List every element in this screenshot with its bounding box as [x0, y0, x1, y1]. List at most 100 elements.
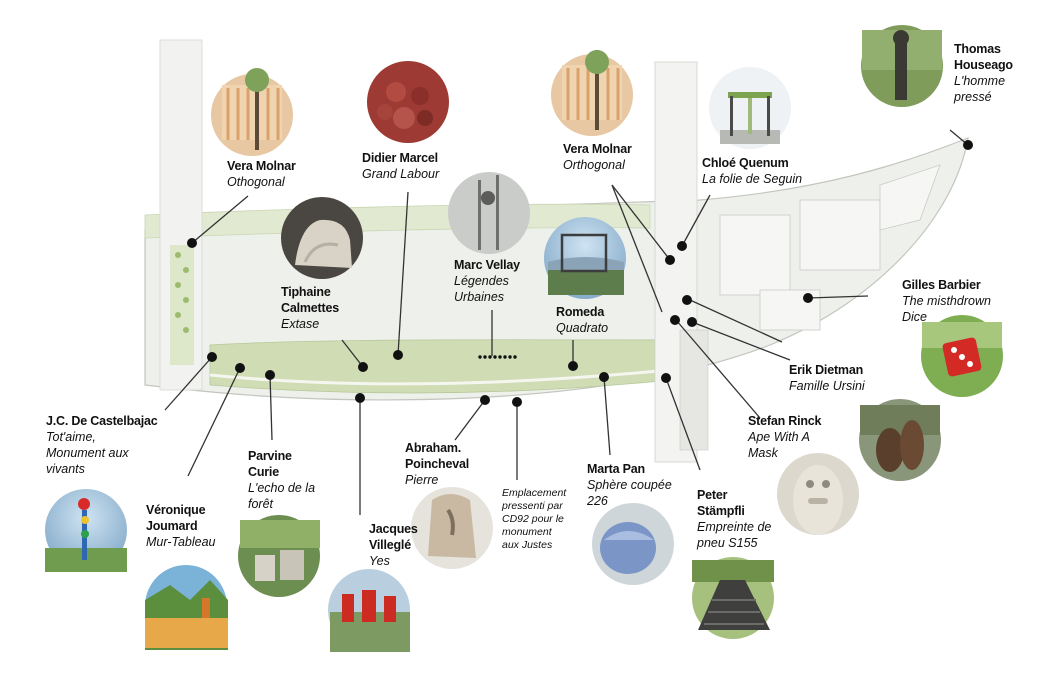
- label-curie: Parvine Curie L'echo de la forêt: [248, 448, 315, 512]
- artist-name: Vera Molnar: [563, 142, 632, 156]
- label-houseago: Thomas Houseago L'homme pressé: [954, 41, 1013, 105]
- photo-romeda: [544, 217, 626, 299]
- marker-barbier: [803, 293, 813, 303]
- artist-name: Marc Vellay: [454, 258, 520, 272]
- marker-marcel: [393, 350, 403, 360]
- marker-joumard: [235, 363, 245, 373]
- tree-dots: [175, 252, 189, 333]
- artwork-title: Extase: [281, 317, 320, 331]
- label-vera1: Vera Molnar Othogonal: [227, 158, 296, 190]
- marker-stampfli: [661, 373, 671, 383]
- artwork-title: Orthogonal: [563, 158, 625, 172]
- label-calmettes: Tiphaine Calmettes Extase: [281, 284, 339, 332]
- marker-vera2a: [665, 255, 675, 265]
- artist-name: Thomas Houseago: [954, 42, 1013, 72]
- photo-castelbajac: [45, 489, 127, 572]
- photo-marcel: [367, 61, 449, 143]
- artwork-title: Othogonal: [227, 175, 285, 189]
- marker-dietman: [682, 295, 692, 305]
- label-vellay: Marc Vellay Légendes Urbaines: [454, 257, 520, 305]
- photo-joumard: [145, 565, 228, 650]
- marker-poincheval: [480, 395, 490, 405]
- photo-poincheval: [411, 487, 493, 569]
- park-lawn: [209, 339, 691, 394]
- artwork-title: Sphère coupée 226: [587, 478, 672, 508]
- artist-name: Gilles Barbier: [902, 278, 981, 292]
- photo-dietman: [859, 399, 941, 481]
- label-marcel: Didier Marcel Grand Labour: [362, 150, 439, 182]
- label-quenum: Chloé Quenum La folie de Seguin: [702, 155, 802, 187]
- marker-houseago: [963, 140, 973, 150]
- label-stampfli: Peter Stämpfli Empreinte de pneu S155: [697, 487, 771, 551]
- marker-castelbajac: [207, 352, 217, 362]
- marker-vellay: [478, 355, 517, 359]
- artist-name: Jacques Villeglé: [369, 522, 418, 552]
- label-pan: Marta Pan Sphère coupée 226: [587, 461, 672, 509]
- photo-stampfli: [692, 557, 774, 639]
- artwork-title: Pierre: [405, 473, 439, 487]
- artwork-title: Yes: [369, 554, 390, 568]
- label-rinck: Stefan Rinck Ape With A Mask: [748, 413, 822, 461]
- photo-houseago: [861, 25, 943, 107]
- marker-pan: [599, 372, 609, 382]
- photo-barbier: [921, 315, 1003, 397]
- site-note: Emplacement pressenti par CD92 pour le m…: [502, 487, 567, 551]
- marker-vera1: [187, 238, 197, 248]
- artist-name: Véronique Joumard: [146, 503, 206, 533]
- artist-name: Tiphaine Calmettes: [281, 285, 339, 315]
- west-hedge: [170, 245, 194, 365]
- artwork-title: La folie de Seguin: [702, 172, 803, 186]
- artwork-title: Famille Ursini: [789, 379, 865, 393]
- artwork-title: Tot'aime, Monument aux vivants: [46, 430, 129, 476]
- label-barbier: Gilles Barbier The misthdrown Dice: [902, 277, 991, 325]
- artwork-title: Grand Labour: [362, 167, 440, 181]
- photo-pan: [592, 503, 674, 585]
- artwork-title: The misthdrown Dice: [902, 294, 991, 324]
- bridge-deck: [679, 329, 709, 451]
- label-romeda: Romeda Quadrato: [556, 304, 608, 336]
- artwork-title: L'homme pressé: [954, 74, 1006, 104]
- marker-quenum: [677, 241, 687, 251]
- marker-calmettes: [358, 362, 368, 372]
- artwork-title: Légendes Urbaines: [454, 274, 509, 304]
- artist-name: J.C. De Castelbajac: [46, 414, 158, 428]
- marker-vera2b: [670, 315, 680, 325]
- label-poincheval: Abraham. Poincheval Pierre: [405, 440, 469, 488]
- park-path: [209, 366, 691, 386]
- artist-name: Parvine Curie: [248, 449, 292, 479]
- east-buildings: [719, 164, 941, 331]
- marker-justes: [512, 397, 522, 407]
- label-dietman: Erik Dietman Famille Ursini: [789, 362, 865, 394]
- artist-name: Abraham. Poincheval: [405, 441, 469, 471]
- photo-curie: [238, 515, 320, 597]
- photo-rinck: [777, 453, 859, 535]
- marker-curie: [265, 370, 275, 380]
- artist-name: Vera Molnar: [227, 159, 296, 173]
- photo-villegle: [328, 569, 410, 652]
- artwork-title: Quadrato: [556, 321, 609, 335]
- label-joumard: Véronique Joumard Mur-Tableau: [146, 502, 216, 550]
- label-castelbajac: J.C. De Castelbajac Tot'aime, Monument a…: [46, 413, 158, 477]
- artist-name: Erik Dietman: [789, 363, 864, 377]
- artwork-title: Ape With A Mask: [748, 430, 810, 460]
- leader-lines: [164, 129, 969, 515]
- label-justes: Emplacement pressenti par CD92 pour le m…: [502, 487, 566, 552]
- artist-name: Marta Pan: [587, 462, 645, 476]
- photo-quenum: [709, 67, 791, 149]
- artist-name: Romeda: [556, 305, 605, 319]
- artwork-title: Mur-Tableau: [146, 535, 216, 549]
- photo-vera2: [551, 50, 633, 136]
- artist-name: Chloé Quenum: [702, 156, 789, 170]
- label-villegle: Jacques Villeglé Yes: [369, 521, 418, 569]
- artwork-title: L'echo de la forêt: [248, 481, 316, 511]
- artwork-title: Empreinte de pneu S155: [697, 520, 772, 550]
- marker-romeda: [568, 361, 578, 371]
- photo-vera1: [211, 68, 293, 156]
- marker-rinck: [687, 317, 697, 327]
- artwork-markers: [187, 140, 973, 407]
- artist-name: Stefan Rinck: [748, 414, 822, 428]
- artist-name: Peter Stämpfli: [697, 488, 745, 518]
- marker-villegle: [355, 393, 365, 403]
- artist-name: Didier Marcel: [362, 151, 438, 165]
